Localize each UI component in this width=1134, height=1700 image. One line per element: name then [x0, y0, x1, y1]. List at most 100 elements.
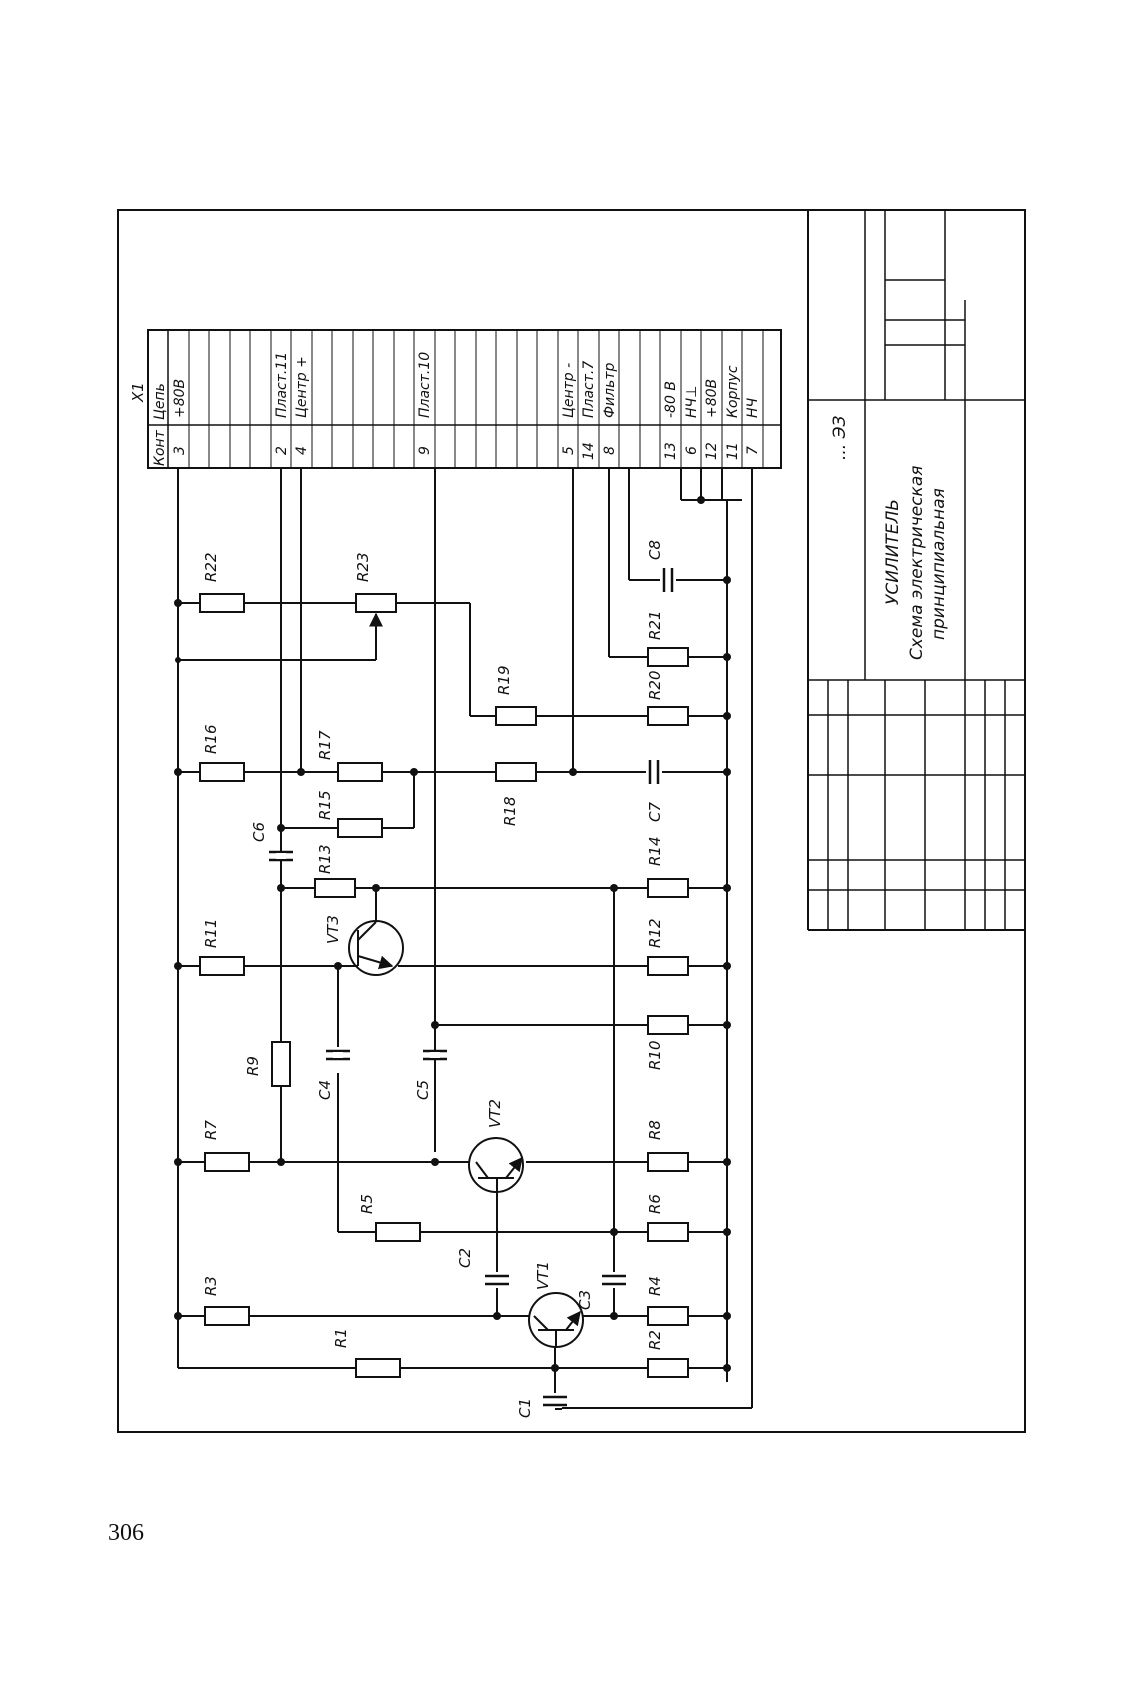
- capacitor-c5: [423, 1049, 447, 1061]
- connector-table: [147, 329, 782, 469]
- label-r17: R17: [316, 730, 334, 760]
- capacitor-c6: [269, 850, 293, 862]
- pin-row: 13 -80 В: [663, 381, 679, 460]
- label-vt3: VT3: [324, 915, 342, 944]
- label-r7: R7: [202, 1120, 220, 1140]
- pin-cont: 13: [663, 442, 679, 460]
- label-r21: R21: [646, 610, 664, 640]
- transistor-vt2: [468, 1137, 524, 1193]
- pin-cont: 5: [561, 446, 577, 455]
- label-r18: R18: [501, 796, 519, 826]
- component-labels: R22 R23 R19 R21 R20 C8 R16 R17 R18 C7 R1…: [202, 540, 664, 1418]
- drawing-code: ... ЭЗ: [830, 416, 850, 460]
- label-r14: R14: [646, 836, 664, 866]
- resistor-r6: [647, 1222, 689, 1242]
- pin-row: 8 Фильтр: [602, 362, 618, 455]
- resistor-r12: [647, 956, 689, 976]
- pin-cont: 4: [294, 446, 310, 455]
- resistor-r11: [199, 956, 245, 976]
- resistor-r13: [314, 878, 356, 898]
- pin-row: 3 +80В: [172, 379, 188, 455]
- capacitor-c8: [662, 568, 674, 592]
- capacitor-c7: [648, 760, 660, 784]
- pin-cont: 9: [417, 446, 433, 455]
- label-r13: R13: [316, 844, 334, 874]
- label-r8: R8: [646, 1120, 664, 1140]
- resistor-r23: [355, 593, 397, 613]
- pin-cont: 6: [684, 446, 700, 455]
- pin-circuit: Пласт.11: [274, 352, 290, 418]
- connector-header-cont: Конт: [152, 429, 168, 466]
- label-r19: R19: [495, 665, 513, 695]
- resistor-r1: [355, 1358, 401, 1378]
- resistor-r4: [647, 1306, 689, 1326]
- pin-cont: 7: [745, 446, 761, 455]
- pin-circuit: +80В: [172, 379, 188, 418]
- page-number: 306: [108, 1520, 144, 1546]
- pin-circuit: Корпус: [725, 365, 741, 418]
- label-r3: R3: [202, 1276, 220, 1296]
- label-r9: R9: [244, 1056, 262, 1076]
- title-name: УСИЛИТЕЛЬ: [883, 499, 903, 605]
- pin-circuit: Пласт.7: [581, 361, 597, 418]
- label-c5: C5: [414, 1080, 432, 1100]
- resistor-r2: [647, 1358, 689, 1378]
- connector-header-circuit: Цепь: [152, 383, 168, 420]
- title-block: [808, 210, 1025, 930]
- pin-row: 11 Корпус: [725, 365, 741, 460]
- resistor-r22: [199, 593, 245, 613]
- capacitor-c2: [485, 1274, 509, 1286]
- pin-row: 5 Центр -: [561, 363, 577, 455]
- pin-cont: 2: [274, 446, 290, 455]
- junction-dots: [174, 496, 731, 1372]
- label-c3: C3: [576, 1290, 594, 1310]
- capacitor-c4: [326, 1049, 350, 1061]
- pin-cont: 14: [581, 442, 597, 460]
- resistor-r16: [199, 762, 245, 782]
- label-r12: R12: [646, 918, 664, 948]
- label-c1: C1: [516, 1398, 534, 1418]
- resistor-r18: [495, 762, 537, 782]
- pin-cont: 3: [172, 446, 188, 455]
- pin-circuit: НЧ⊥: [684, 386, 700, 418]
- transistor-vt3: [338, 888, 404, 976]
- resistors: [199, 593, 689, 1378]
- capacitor-c3: [602, 1274, 626, 1286]
- pin-circuit: +80В: [704, 379, 720, 418]
- pin-row: 14 Пласт.7: [581, 361, 597, 460]
- label-c6: C6: [250, 822, 268, 842]
- capacitors: [269, 568, 674, 1407]
- connector-designator: X1: [129, 382, 147, 403]
- label-r23: R23: [354, 552, 372, 582]
- capacitor-gaps: [276, 853, 440, 1058]
- resistor-r14: [647, 878, 689, 898]
- label-r22: R22: [202, 552, 220, 582]
- pin-circuit: Фильтр: [602, 362, 618, 418]
- pin-circuit: Центр +: [294, 356, 310, 418]
- transistor-vt1: [528, 1292, 584, 1348]
- resistor-r20: [647, 706, 689, 726]
- label-vt1: VT1: [534, 1261, 552, 1290]
- resistor-r15: [337, 818, 383, 838]
- resistor-r5: [375, 1222, 421, 1242]
- label-vt2: VT2: [486, 1099, 504, 1128]
- resistor-r21: [647, 647, 689, 667]
- label-c2: C2: [456, 1248, 474, 1268]
- label-r16: R16: [202, 724, 220, 754]
- label-r20: R20: [646, 670, 664, 700]
- label-r5: R5: [358, 1194, 376, 1214]
- label-r10: R10: [646, 1040, 664, 1070]
- resistor-r19: [495, 706, 537, 726]
- pin-row: 12 +80В: [704, 379, 720, 460]
- resistor-r7: [204, 1152, 250, 1172]
- resistor-r17: [337, 762, 383, 782]
- label-r15: R15: [316, 790, 334, 820]
- label-c4: C4: [316, 1080, 334, 1100]
- drawing-frame: [117, 209, 1026, 1433]
- resistor-r3: [204, 1306, 250, 1326]
- label-r11: R11: [202, 918, 220, 948]
- pin-cont: 11: [725, 442, 741, 460]
- resistor-r10: [647, 1015, 689, 1035]
- label-r6: R6: [646, 1194, 664, 1214]
